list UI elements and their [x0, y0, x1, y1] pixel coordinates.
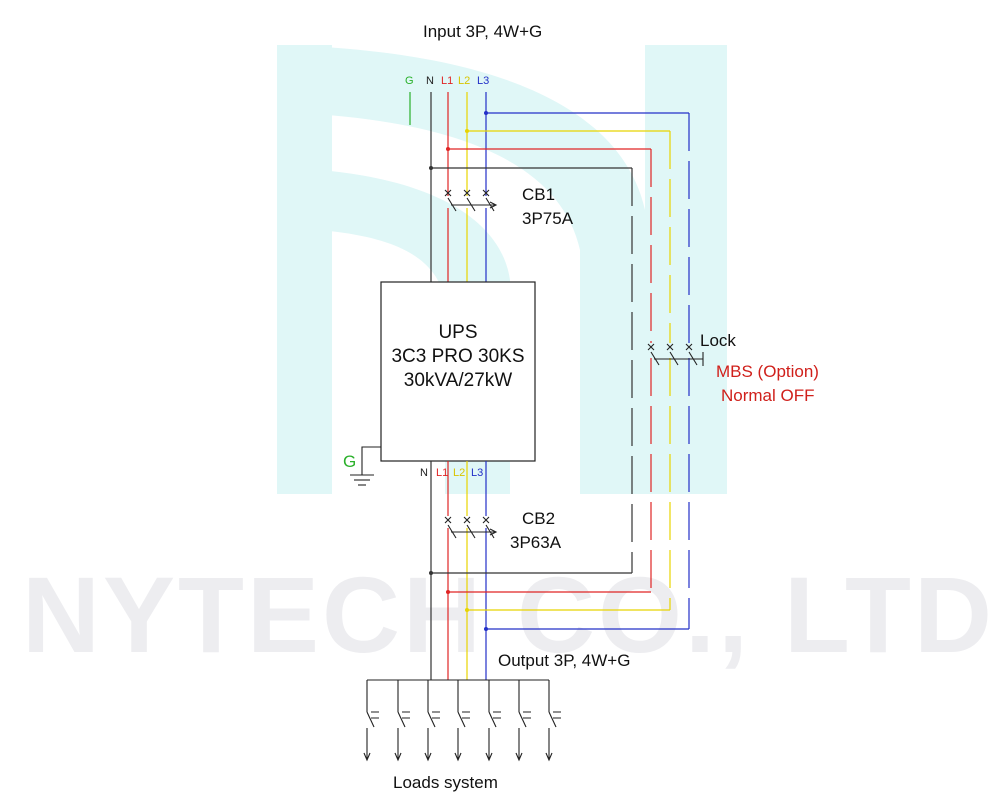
load-branch-5 — [485, 680, 501, 762]
cb2-rating: 3P63A — [510, 533, 562, 552]
input-terminal-g: G — [405, 75, 414, 87]
ups-title: UPS — [438, 322, 477, 343]
input-terminal-l2: L2 — [458, 75, 470, 87]
output-wires — [430, 461, 487, 680]
input-terminal-n: N — [426, 75, 434, 87]
ups-rating: 30kVA/27kW — [404, 370, 512, 391]
mbs-name: MBS (Option) — [716, 362, 819, 381]
cb2-breaker-symbol — [444, 516, 498, 539]
output-terminal-n: N — [420, 467, 428, 479]
output-terminal-l3: L3 — [471, 467, 483, 479]
mbs-breaker-symbol — [647, 343, 704, 366]
output-terminal-l2: L2 — [453, 467, 465, 479]
load-branch-2 — [394, 680, 410, 762]
bypass-input-taps — [429, 111, 689, 170]
bypass-output-joins — [429, 571, 689, 631]
ups-model: 3C3 PRO 30KS — [391, 346, 524, 367]
ups-ground-icon — [350, 446, 381, 486]
ups-ground-label: G — [343, 452, 356, 471]
input-terminal-l1: L1 — [441, 75, 453, 87]
mbs-lock-label: Lock — [700, 331, 736, 350]
input-wires — [430, 92, 487, 282]
cb1-rating: 3P75A — [522, 209, 574, 228]
input-label: Input 3P, 4W+G — [423, 22, 542, 41]
load-branch-7 — [545, 680, 561, 762]
cb1-name: CB1 — [522, 185, 555, 204]
cb1-breaker-symbol — [444, 189, 498, 212]
load-branch-4 — [454, 680, 470, 762]
load-branch-6 — [515, 680, 531, 762]
load-branch-1 — [363, 680, 379, 762]
output-label: Output 3P, 4W+G — [498, 651, 630, 670]
mbs-state: Normal OFF — [721, 386, 815, 405]
ups-box — [380, 281, 536, 462]
load-branch-3 — [424, 680, 440, 762]
load-branches — [363, 680, 561, 762]
loads-label: Loads system — [393, 773, 498, 792]
input-terminal-l3: L3 — [477, 75, 489, 87]
bypass-vertical-runs — [631, 113, 690, 629]
output-terminal-l1: L1 — [436, 467, 448, 479]
watermark-text: NYTECH CO., LTD — [22, 554, 995, 675]
cb2-name: CB2 — [522, 509, 555, 528]
